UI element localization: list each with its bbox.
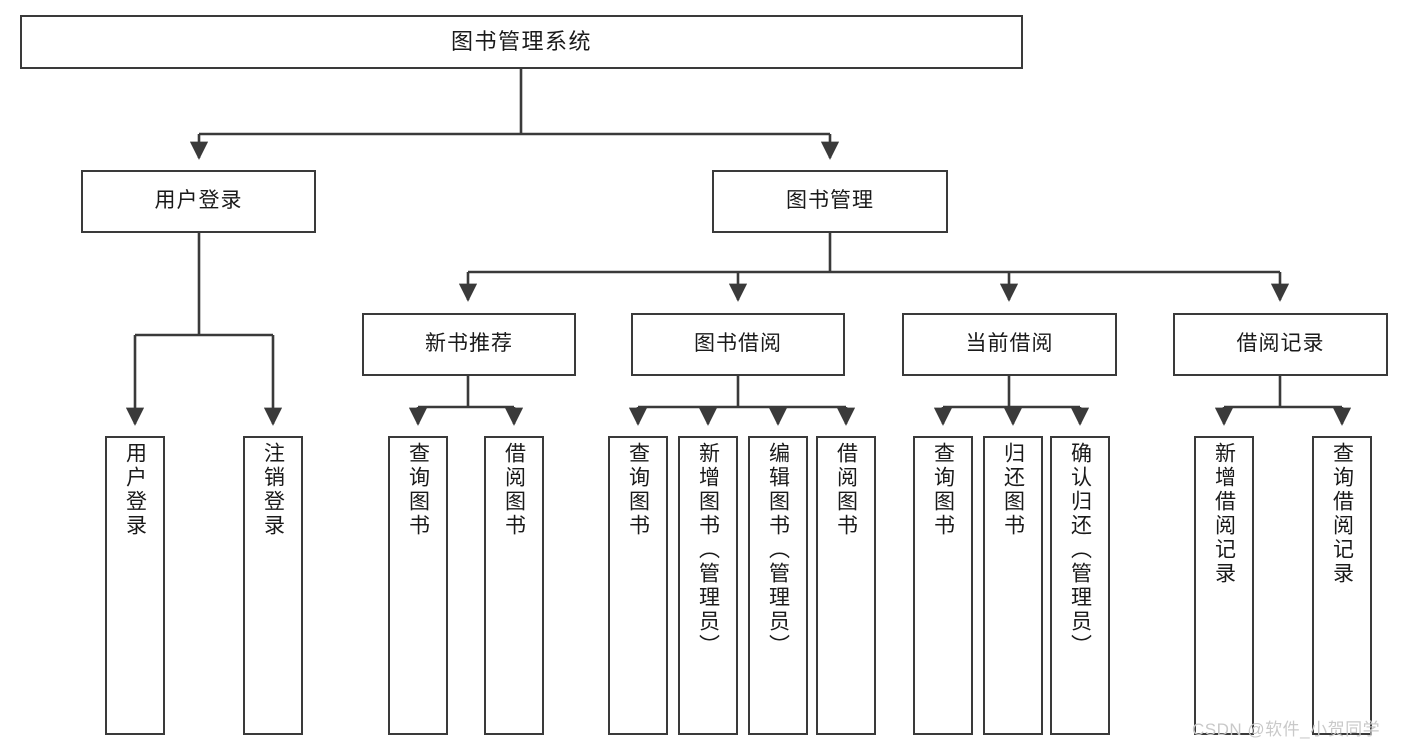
leaf-current-borrow-query-book[interactable]: 查询图书 [913,436,973,735]
leaf-new-book-borrow-book[interactable]: 借阅图书 [484,436,544,735]
leaf-book-borrow-borrow-book[interactable]: 借阅图书 [816,436,876,735]
leaf-current-borrow-return-book[interactable]: 归还图书 [983,436,1043,735]
leaf-new-book-query-book[interactable]: 查询图书 [388,436,448,735]
node-label: 确认归还（管理员） [1068,442,1092,658]
node-current-borrow[interactable]: 当前借阅 [902,313,1117,376]
node-label: 当前借阅 [965,332,1054,356]
node-label: 用户登录 [154,189,243,213]
leaf-user-login-logout[interactable]: 注销登录 [243,436,303,735]
node-label: 查询图书 [406,442,430,538]
leaf-book-borrow-edit-book-admin[interactable]: 编辑图书（管理员） [748,436,808,735]
node-book-management[interactable]: 图书管理 [712,170,948,233]
leaf-current-borrow-confirm-return-admin[interactable]: 确认归还（管理员） [1050,436,1110,735]
csdn-watermark: CSDN @软件_小贺同学 [1192,720,1381,739]
node-label: 归还图书 [1001,442,1025,538]
node-label: 查询借阅记录 [1330,442,1354,586]
node-label: 新增借阅记录 [1212,442,1236,586]
node-book-borrow[interactable]: 图书借阅 [631,313,845,376]
leaf-borrow-record-query-record[interactable]: 查询借阅记录 [1312,436,1372,735]
node-label: 新书推荐 [425,332,513,356]
node-label: 图书借阅 [694,332,782,356]
leaf-borrow-record-add-record[interactable]: 新增借阅记录 [1194,436,1254,735]
node-label: 借阅记录 [1236,332,1325,356]
node-label: 注销登录 [261,442,285,538]
leaf-book-borrow-add-book-admin[interactable]: 新增图书（管理员） [678,436,738,735]
node-borrow-record[interactable]: 借阅记录 [1173,313,1388,376]
node-label: 图书管理系统 [450,29,592,55]
node-new-book-recommend[interactable]: 新书推荐 [362,313,576,376]
node-user-login[interactable]: 用户登录 [81,170,316,233]
node-label: 借阅图书 [834,442,858,538]
node-label: 编辑图书（管理员） [766,442,790,658]
node-label: 图书管理 [786,189,874,213]
node-root-book-management-system[interactable]: 图书管理系统 [20,15,1023,69]
node-label: 新增图书（管理员） [696,442,720,658]
leaf-user-login-login[interactable]: 用户登录 [105,436,165,735]
node-label: 查询图书 [931,442,955,538]
node-label: 借阅图书 [502,442,526,538]
node-label: 查询图书 [626,442,650,538]
leaf-book-borrow-query-book[interactable]: 查询图书 [608,436,668,735]
node-label: 用户登录 [123,442,147,538]
